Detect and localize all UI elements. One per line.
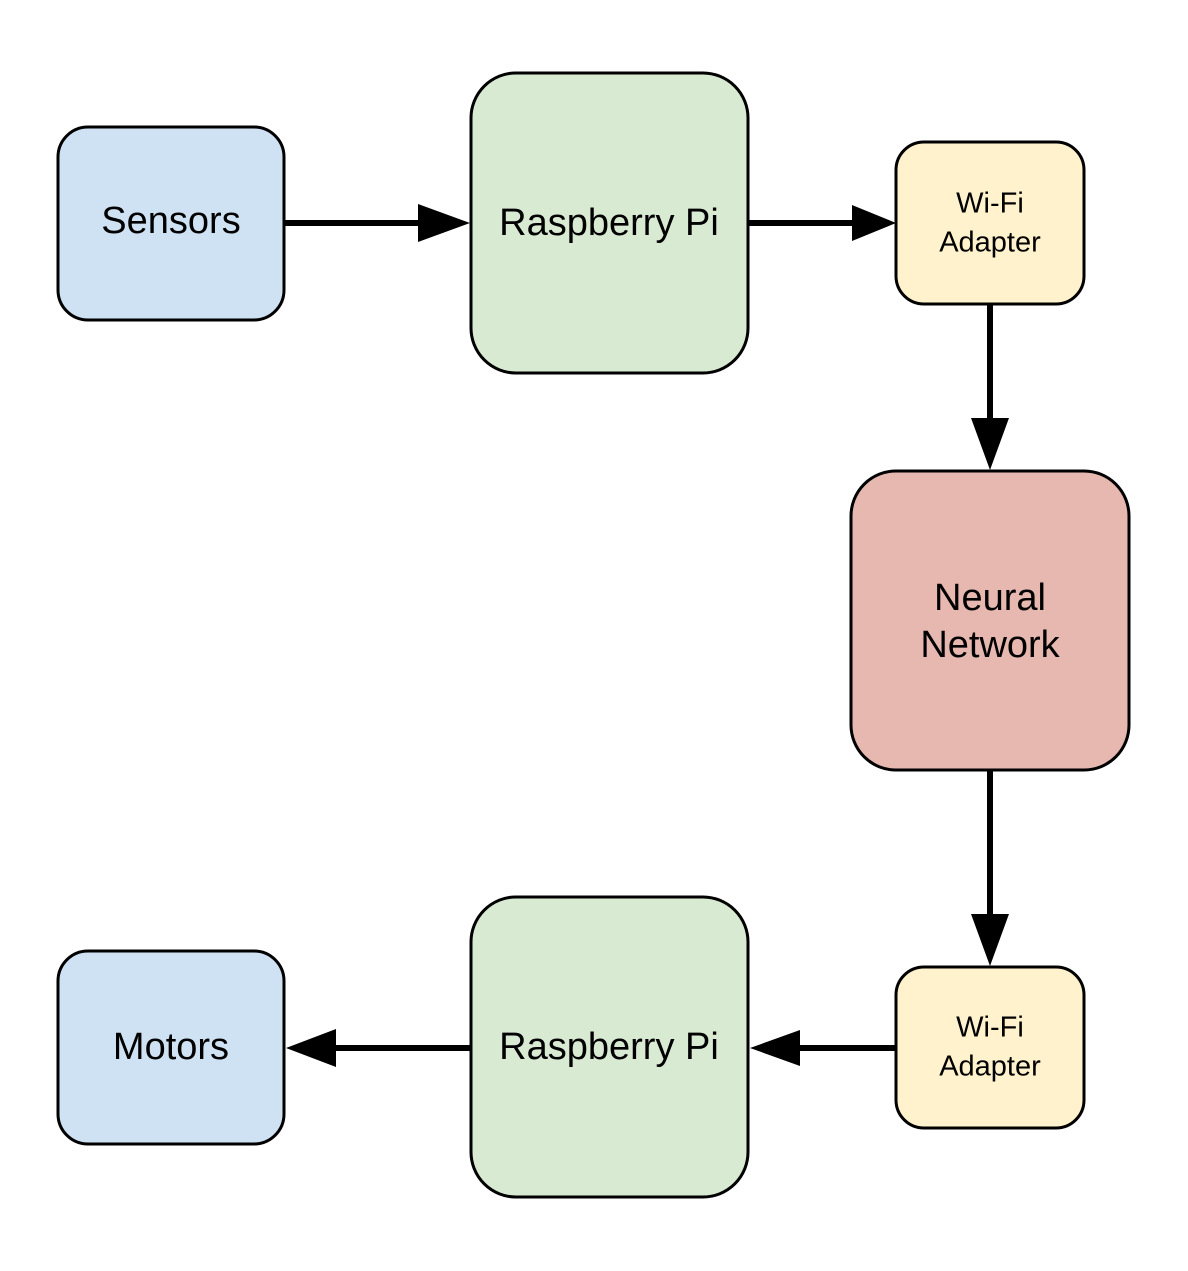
edge-raspberry-pi-bottom-to-motors bbox=[286, 1029, 470, 1067]
node-raspberry-pi-top-label: Raspberry Pi bbox=[499, 202, 719, 244]
node-motors-box bbox=[56, 949, 286, 1146]
edge-neural-network-to-wifi-adapter-bottom bbox=[971, 770, 1009, 966]
node-raspberry-pi-bottom: Raspberry Pi bbox=[469, 895, 750, 1199]
edge-wifi-adapter-top-to-neural-network bbox=[971, 304, 1009, 470]
node-sensors-box bbox=[56, 125, 286, 322]
node-wifi-adapter-top-label-line-1: Wi-Fi bbox=[956, 188, 1024, 220]
node-motors: Motors bbox=[56, 949, 286, 1146]
node-raspberry-pi-bottom-label: Raspberry Pi bbox=[499, 1026, 719, 1068]
node-wifi-adapter-bottom: Wi-Fi Adapter bbox=[894, 965, 1086, 1130]
node-wifi-adapter-top-label-line-2: Adapter bbox=[939, 227, 1041, 259]
node-raspberry-pi-bottom-box bbox=[469, 895, 750, 1199]
node-wifi-adapter-bottom-label-line-1: Wi-Fi bbox=[956, 1012, 1024, 1044]
node-neural-network: Neural Network bbox=[849, 469, 1131, 772]
node-neural-network-label-line-2: Network bbox=[920, 624, 1060, 666]
edge-wifi-adapter-bottom-to-raspberry-pi-bottom bbox=[750, 1030, 896, 1066]
node-neural-network-box bbox=[849, 469, 1131, 772]
node-neural-network-label-line-1: Neural bbox=[934, 577, 1046, 619]
node-wifi-adapter-top-box bbox=[894, 140, 1086, 306]
node-motors-label: Motors bbox=[113, 1026, 229, 1068]
node-raspberry-pi-top-box bbox=[469, 71, 750, 375]
edge-sensors-to-raspberry-pi-top bbox=[284, 204, 470, 242]
node-wifi-adapter-bottom-box bbox=[894, 965, 1086, 1130]
node-sensors-label: Sensors bbox=[101, 200, 240, 242]
node-wifi-adapter-top: Wi-Fi Adapter bbox=[894, 140, 1086, 306]
node-sensors: Sensors bbox=[56, 125, 286, 322]
node-raspberry-pi-top: Raspberry Pi bbox=[469, 71, 750, 375]
edge-raspberry-pi-top-to-wifi-adapter-top bbox=[748, 205, 896, 241]
node-wifi-adapter-bottom-label-line-2: Adapter bbox=[939, 1051, 1041, 1083]
